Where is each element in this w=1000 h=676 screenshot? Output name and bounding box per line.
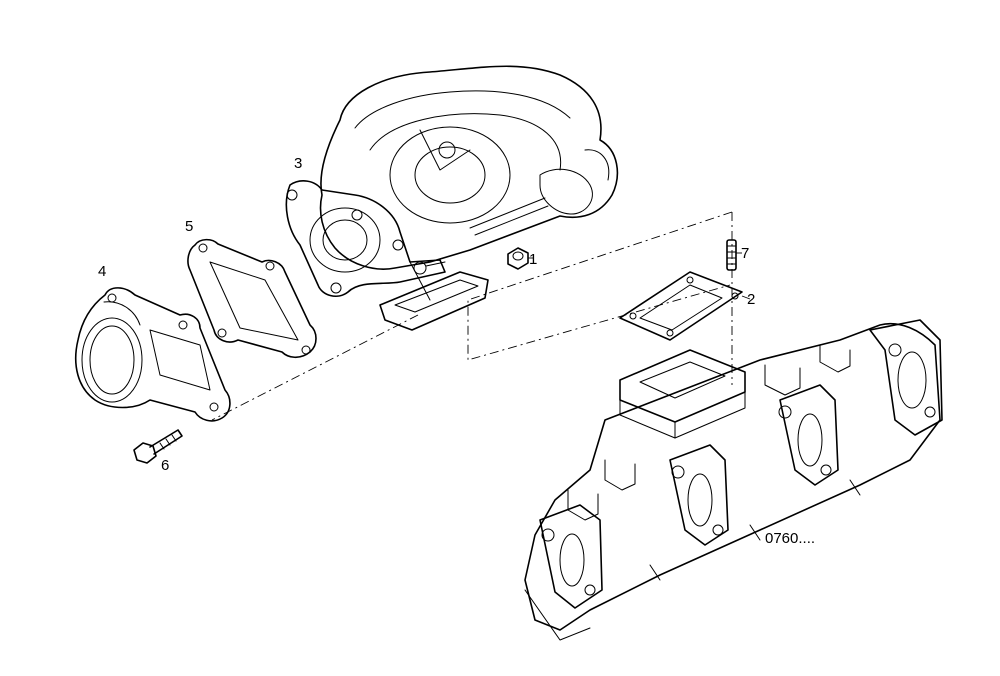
- nut: [507, 247, 529, 270]
- assembly-centerlines: [211, 211, 733, 421]
- leader-lines: [528, 252, 751, 300]
- callout-7: 7: [741, 245, 749, 262]
- gasket-manifold: [619, 271, 743, 341]
- callout-4: 4: [98, 263, 106, 280]
- callout-3: 3: [294, 155, 302, 172]
- callout-6: 6: [161, 457, 169, 474]
- callout-1: 1: [529, 251, 537, 268]
- bolt: [133, 429, 183, 464]
- callout-2: 2: [747, 291, 755, 308]
- drawing-code: 0760....: [765, 530, 815, 547]
- exhaust-manifold: [524, 319, 943, 641]
- gasket-elbow: [187, 238, 317, 359]
- turbocharger: [285, 65, 619, 331]
- outlet-elbow: [74, 287, 231, 422]
- stud: [726, 239, 737, 271]
- callout-5: 5: [185, 218, 193, 235]
